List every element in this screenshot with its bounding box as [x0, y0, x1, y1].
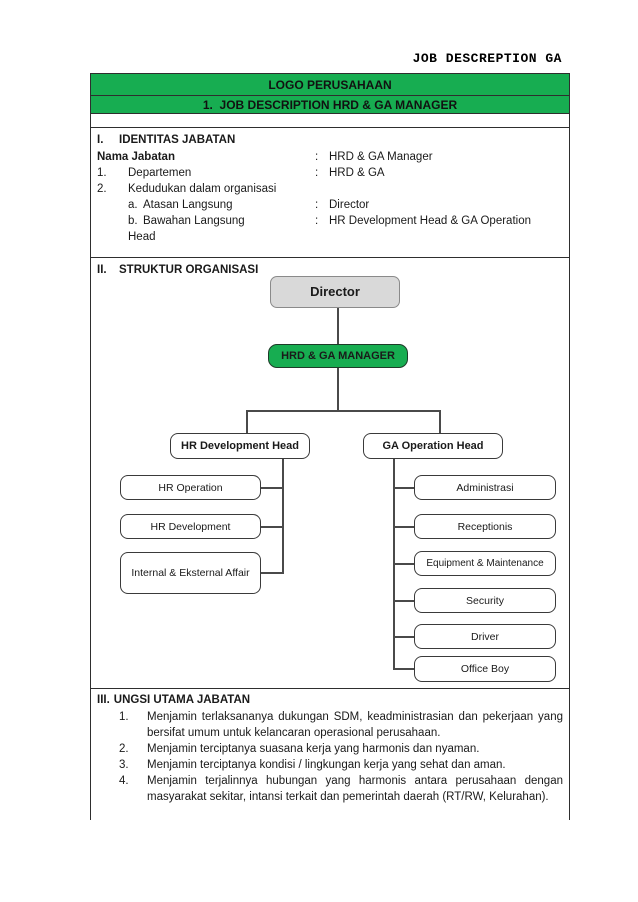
org-node-director: Director — [270, 276, 400, 308]
label-nama-jabatan: Nama Jabatan — [97, 151, 175, 163]
logo-banner: LOGO PERUSAHAAN — [91, 74, 569, 96]
row-nama-jabatan: Nama Jabatan : HRD & GA Manager — [97, 149, 563, 165]
list-item: 2. Menjamin terciptanya suasana kerja ya… — [119, 741, 563, 757]
item-number: 2. — [97, 183, 107, 195]
section-fungsi-utama-jabatan: III.UNGSI UTAMA JABATAN 1. Menjamin terl… — [91, 689, 569, 821]
colon: : — [315, 199, 319, 211]
section3-number: III. — [97, 694, 110, 706]
list-item: 1. Menjamin terlaksananya dukungan SDM, … — [119, 709, 563, 741]
row-kedudukan: 2. Kedudukan dalam organisasi — [97, 181, 563, 197]
connector-line — [246, 410, 248, 433]
colon: : — [315, 151, 319, 163]
logo-banner-label: LOGO PERUSAHAAN — [268, 77, 392, 92]
colon: : — [315, 215, 319, 227]
section2-title: STRUKTUR ORGANISASI — [119, 264, 259, 276]
title-banner-label: 1. JOB DESCRIPTION HRD & GA MANAGER — [202, 97, 458, 112]
item-number: 1. — [119, 711, 129, 723]
section3-title: UNGSI UTAMA JABATAN — [113, 694, 251, 706]
connector-line — [393, 563, 414, 565]
connector-line — [393, 668, 414, 670]
label-kedudukan: Kedudukan dalam organisasi — [128, 183, 277, 195]
label-atasan: Atasan Langsung — [143, 199, 233, 211]
section1-title: IDENTITAS JABATAN — [119, 134, 236, 146]
connector-line — [393, 600, 414, 602]
org-node-hr-development-head: HR Development Head — [170, 433, 310, 459]
value-atasan: Director — [329, 199, 370, 211]
title-banner: 1. JOB DESCRIPTION HRD & GA MANAGER — [91, 96, 569, 114]
row-bawahan-langsung: b. Bawahan Langsung : HR Development Head… — [97, 213, 563, 229]
org-node-administrasi: Administrasi — [414, 475, 556, 500]
row-departemen: 1. Departemen : HRD & GA — [97, 165, 563, 181]
section1-heading: I. IDENTITAS JABATAN — [97, 132, 563, 149]
label-bawahan: Bawahan Langsung — [143, 215, 245, 227]
connector-line — [337, 368, 339, 410]
value-departemen: HRD & GA — [329, 167, 385, 179]
value-nama-jabatan: HRD & GA Manager — [329, 151, 433, 163]
connector-line — [393, 487, 414, 489]
connector-line — [282, 459, 284, 574]
connector-line — [393, 526, 414, 528]
connector-line — [261, 487, 282, 489]
org-node-office-boy: Office Boy — [414, 656, 556, 682]
org-chart: Director HRD & GA MANAGER HR Development… — [91, 258, 571, 689]
item-text: Menjamin terciptanya kondisi / lingkunga… — [147, 759, 506, 771]
row-bawahan-continuation: Head — [97, 229, 563, 245]
org-node-hr-development: HR Development — [120, 514, 261, 539]
sub-letter: b. — [128, 215, 138, 227]
job-description-table: LOGO PERUSAHAAN 1. JOB DESCRIPTION HRD &… — [90, 73, 570, 821]
item-text: Menjamin terjalinnya hubungan yang harmo… — [147, 775, 563, 803]
connector-line — [337, 308, 339, 344]
section-struktur-organisasi: II. STRUKTUR ORGANISASI — [91, 258, 569, 689]
section1-number: I. — [97, 134, 104, 146]
section2-number: II. — [97, 264, 107, 276]
document-header-note: JOB DESCREPTION GA — [412, 51, 562, 66]
label-bawahan-cont: Head — [128, 231, 156, 243]
connector-line — [393, 636, 414, 638]
colon: : — [315, 167, 319, 179]
org-node-hr-operation: HR Operation — [120, 475, 261, 500]
org-node-hrd-ga-manager: HRD & GA MANAGER — [268, 344, 408, 368]
sub-letter: a. — [128, 199, 138, 211]
org-node-equipment-maintenance: Equipment & Maintenance — [414, 551, 556, 576]
item-number: 2. — [119, 743, 129, 755]
connector-line — [261, 572, 282, 574]
item-number: 3. — [119, 759, 129, 771]
list-item: 4. Menjamin terjalinnya hubungan yang ha… — [119, 773, 563, 805]
value-bawahan: HR Development Head & GA Operation — [329, 215, 531, 227]
section3-heading: III.UNGSI UTAMA JABATAN — [97, 692, 563, 709]
section2-heading: II. STRUKTUR ORGANISASI — [97, 262, 563, 279]
item-number: 1. — [97, 167, 107, 179]
item-number: 4. — [119, 775, 129, 787]
section-identitas-jabatan: I. IDENTITAS JABATAN Nama Jabatan : HRD &… — [91, 128, 569, 258]
connector-line — [439, 410, 441, 433]
org-node-ga-operation-head: GA Operation Head — [363, 433, 503, 459]
connector-line — [246, 410, 440, 412]
item-text: Menjamin terciptanya suasana kerja yang … — [147, 743, 480, 755]
list-item: 3. Menjamin terciptanya kondisi / lingku… — [119, 757, 563, 773]
item-text: Menjamin terlaksananya dukungan SDM, kea… — [147, 711, 563, 739]
spacer-row — [91, 114, 569, 128]
row-atasan-langsung: a. Atasan Langsung : Director — [97, 197, 563, 213]
label-departemen: Departemen — [128, 167, 192, 179]
org-node-internal-eksternal-affair: Internal & Eksternal Affair — [120, 552, 261, 594]
org-node-receptionis: Receptionis — [414, 514, 556, 539]
connector-line — [261, 526, 282, 528]
org-node-driver: Driver — [414, 624, 556, 649]
org-node-security: Security — [414, 588, 556, 613]
